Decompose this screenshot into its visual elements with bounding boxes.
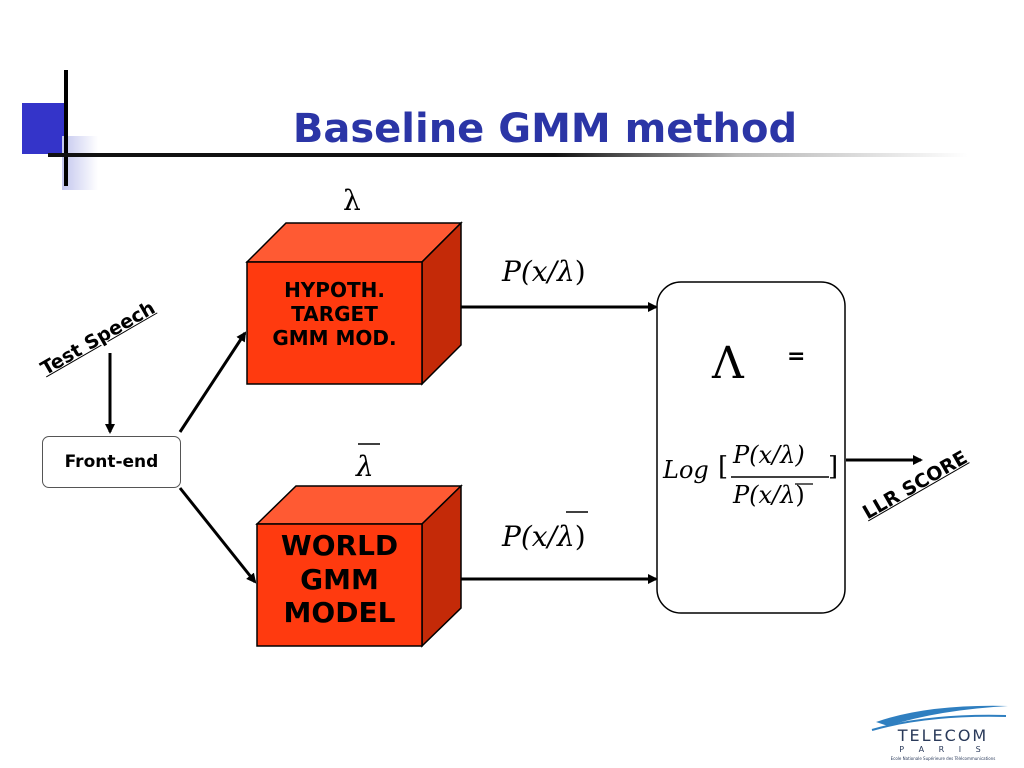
world-prob-suffix: ): [574, 520, 586, 553]
telecom-paris-logo: TELECOM P A R I S Ecole Nationale Supéri…: [868, 700, 1014, 764]
decorative-blue-square: [22, 103, 67, 154]
fraction-denominator: P(x/λ): [733, 481, 805, 509]
fraction-numerator: P(x/λ): [733, 441, 805, 469]
target-model-label: HYPOTH. TARGET GMM MOD.: [272, 278, 397, 350]
decorative-light-square: [62, 136, 98, 190]
world-cube-front: [256, 523, 423, 647]
telecom-paris-logo-graphic: [871, 705, 1008, 731]
world-model-cube: [255, 484, 463, 648]
denominator-prefix: P(x/: [733, 481, 781, 509]
logo-line3: Ecole Nationale Supérieure des Télécommu…: [890, 756, 996, 761]
front-end-box: Front-end: [42, 436, 181, 488]
target-model-cube: [245, 221, 463, 386]
arrow-frontend-to-world: [178, 487, 257, 584]
world-param-lambda-bar: λ: [356, 450, 374, 483]
target-prob-param: λ: [557, 255, 575, 288]
decorative-vertical-line: [64, 70, 68, 186]
logo-line2: P A R I S: [899, 745, 987, 754]
arrow-frontend-to-target: [178, 331, 247, 433]
close-bracket: ]: [828, 452, 839, 482]
world-prob-param: λ: [557, 520, 575, 553]
target-cube-front: [246, 261, 423, 385]
world-model-label: WORLD GMM MODEL: [280, 529, 399, 630]
decorative-horizontal-line: [48, 153, 968, 157]
target-param-lambda: λ: [343, 184, 361, 217]
log-label: Log: [663, 456, 709, 484]
open-bracket: [: [718, 452, 729, 482]
slide-title: Baseline GMM method: [292, 106, 798, 152]
world-prob-prefix: P(x/: [502, 520, 557, 553]
denominator-param: λ: [780, 481, 796, 509]
target-probability: P(x/λ): [502, 255, 586, 288]
world-probability: P(x/λ): [502, 520, 586, 553]
target-prob-suffix: ): [574, 255, 586, 288]
denominator-suffix: ): [795, 481, 805, 509]
equals-sign: =: [787, 344, 806, 369]
score-box: [656, 281, 846, 614]
llr-lambda-symbol: Λ: [712, 338, 744, 389]
target-prob-prefix: P(x/: [502, 255, 557, 288]
logo-line1: TELECOM: [897, 726, 989, 745]
